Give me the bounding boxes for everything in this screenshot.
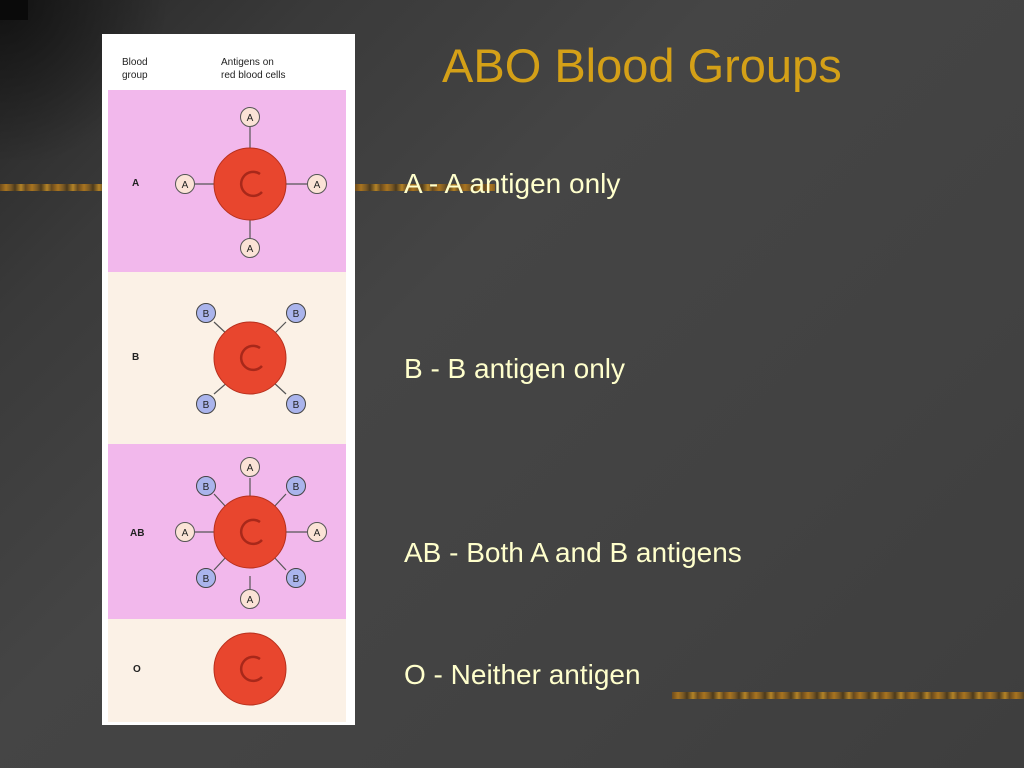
decorative-stripe-top-right [355,184,495,191]
svg-text:A: A [182,180,189,191]
text-line-a: A - A antigen only [404,168,621,199]
text-line-o: O - Neither antigen [404,659,641,690]
antigen-b-marker: B [196,394,216,414]
antigen-b-marker: B [286,476,306,496]
red-blood-cell-o [213,632,287,706]
svg-text:B: B [203,482,210,493]
header-blood-group-line2: group [122,70,148,81]
antigen-b-marker: B [286,568,306,588]
svg-text:B: B [293,482,300,493]
svg-text:B: B [293,574,300,585]
antigen-a-marker: A [307,174,327,194]
svg-text:A: A [314,528,321,539]
svg-text:A: A [314,180,321,191]
header-blood-group-line1: Blood [122,57,148,68]
decorative-stripe-top [0,184,102,191]
antigen-a-marker: A [175,522,195,542]
blood-group-figure: Blood group Antigens on red blood cells … [102,34,355,725]
antigen-a-marker: A [240,589,260,609]
antigen-b-marker: B [196,476,216,496]
svg-text:A: A [247,463,254,474]
svg-text:B: B [203,574,210,585]
svg-text:B: B [203,309,210,320]
text-line-b: B - B antigen only [404,353,626,384]
group-label-a: A [132,178,139,189]
antigen-a-marker: A [175,174,195,194]
header-antigens-line1: Antigens on [221,57,274,68]
group-label-o: O [133,664,141,675]
antigen-b-marker: B [196,568,216,588]
svg-text:B: B [293,400,300,411]
svg-text:A: A [182,528,189,539]
group-label-ab: AB [130,528,144,539]
red-blood-cell-b [213,321,287,395]
antigen-a-marker: A [307,522,327,542]
antigen-b-marker: B [286,303,306,323]
antigen-a-marker: A [240,238,260,258]
antigen-b-marker: B [196,303,216,323]
antigen-b-marker: B [286,394,306,414]
svg-text:B: B [203,400,210,411]
red-blood-cell-a [213,147,287,221]
decorative-stripe-bottom [672,692,1024,699]
slide-title: ABO Blood Groups [442,39,842,92]
svg-text:A: A [247,595,254,606]
text-line-ab: AB - Both A and B antigens [404,537,742,568]
group-label-b: B [132,352,139,363]
antigen-a-marker: A [240,457,260,477]
header-antigens-line2: red blood cells [221,70,285,81]
corner-square [0,0,28,20]
svg-text:A: A [247,244,254,255]
svg-text:A: A [247,113,254,124]
red-blood-cell-ab [213,495,287,569]
svg-text:B: B [293,309,300,320]
antigen-a-marker: A [240,107,260,127]
